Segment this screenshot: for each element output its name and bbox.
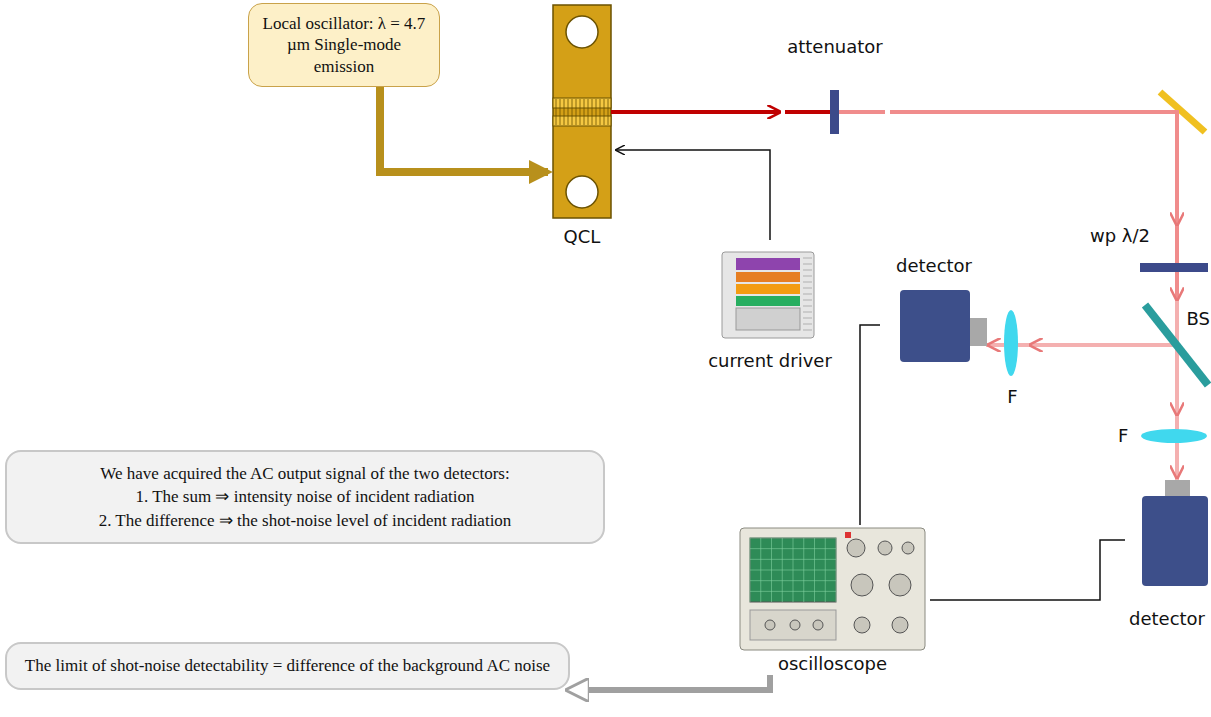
detector-window	[1165, 480, 1190, 496]
part-label: oscilloscope	[778, 653, 887, 675]
detector-body	[1142, 496, 1208, 586]
part-label: F	[1118, 425, 1128, 447]
box-text: We have acquired the AC output signal of…	[100, 463, 509, 484]
signal-cable	[930, 540, 1125, 600]
note-box: The limit of shot-noise detectability = …	[5, 642, 570, 690]
part-label: F	[1007, 386, 1017, 408]
lens-label: F	[995, 300, 1030, 408]
part-label: attenuator	[787, 36, 883, 58]
signal-cable	[860, 325, 880, 525]
part-label: detector	[896, 255, 972, 277]
oscilloscope-label: oscilloscope	[735, 525, 930, 675]
result-arrow	[570, 675, 770, 690]
oscilloscope-screen	[750, 538, 836, 602]
laser-beam	[1175, 280, 1179, 300]
laser-beam	[1030, 343, 1150, 347]
box-text: 1. The sum ⇒ intensity noise of incident…	[136, 486, 475, 507]
beam	[785, 110, 834, 114]
laser-beam	[616, 110, 780, 114]
driver-panel	[736, 296, 800, 306]
beam	[834, 110, 885, 114]
part-label: BS	[1187, 308, 1210, 330]
detector-window	[970, 318, 987, 346]
detector-label: detector	[880, 255, 988, 370]
qcl-chip	[553, 116, 611, 126]
laser-beam	[1175, 390, 1179, 415]
part-label: wp λ/2	[1090, 225, 1150, 247]
oscilloscope-panel	[750, 610, 836, 640]
mount-hole	[566, 176, 598, 208]
driver-label: current driver	[690, 240, 850, 372]
detector-body	[900, 290, 970, 362]
box-text: 2. The difference ⇒ the shot-noise level…	[99, 510, 512, 531]
part-label: current driver	[708, 350, 832, 372]
screen-grid	[750, 538, 836, 602]
qcl-label: QCL	[548, 3, 616, 248]
current-wire	[616, 150, 770, 240]
pointer-arrow	[380, 87, 548, 172]
lens	[1141, 429, 1207, 443]
qcl-chip	[553, 98, 611, 108]
waveplate	[1140, 263, 1208, 272]
driver-panel	[736, 308, 800, 330]
note-box: We have acquired the AC output signal of…	[5, 450, 605, 544]
lens	[1004, 310, 1018, 376]
laser-beam	[890, 112, 1177, 225]
driver-body	[722, 252, 814, 338]
grating	[556, 99, 608, 125]
box-text: The limit of shot-noise detectability = …	[25, 655, 550, 676]
detector-label: detector	[1125, 478, 1209, 630]
driver-fins	[803, 258, 812, 330]
part-label: detector	[1129, 608, 1205, 630]
part-label: QCL	[564, 226, 601, 248]
laser-beam	[988, 343, 995, 347]
qcl-mount	[553, 5, 611, 218]
callout-box: Local oscillator: λ = 4.7 µm Single-mode…	[248, 3, 440, 87]
oscilloscope-knobs	[765, 532, 914, 633]
driver-panel	[736, 258, 800, 270]
mount-hole	[566, 16, 598, 48]
driver-panel	[736, 284, 800, 294]
laser-beam	[1175, 457, 1179, 478]
oscilloscope-body	[740, 528, 925, 650]
box-text: Local oscillator: λ = 4.7 µm Single-mode…	[259, 13, 429, 77]
waveplate-label: wp λ/2	[1090, 225, 1208, 280]
attenuator-label: attenuator	[780, 36, 890, 140]
lens-label: F	[1118, 415, 1210, 457]
driver-panel	[736, 272, 800, 282]
attenuator-plate	[830, 90, 839, 134]
splitter-label: BS	[1150, 300, 1210, 390]
beam	[611, 110, 616, 114]
